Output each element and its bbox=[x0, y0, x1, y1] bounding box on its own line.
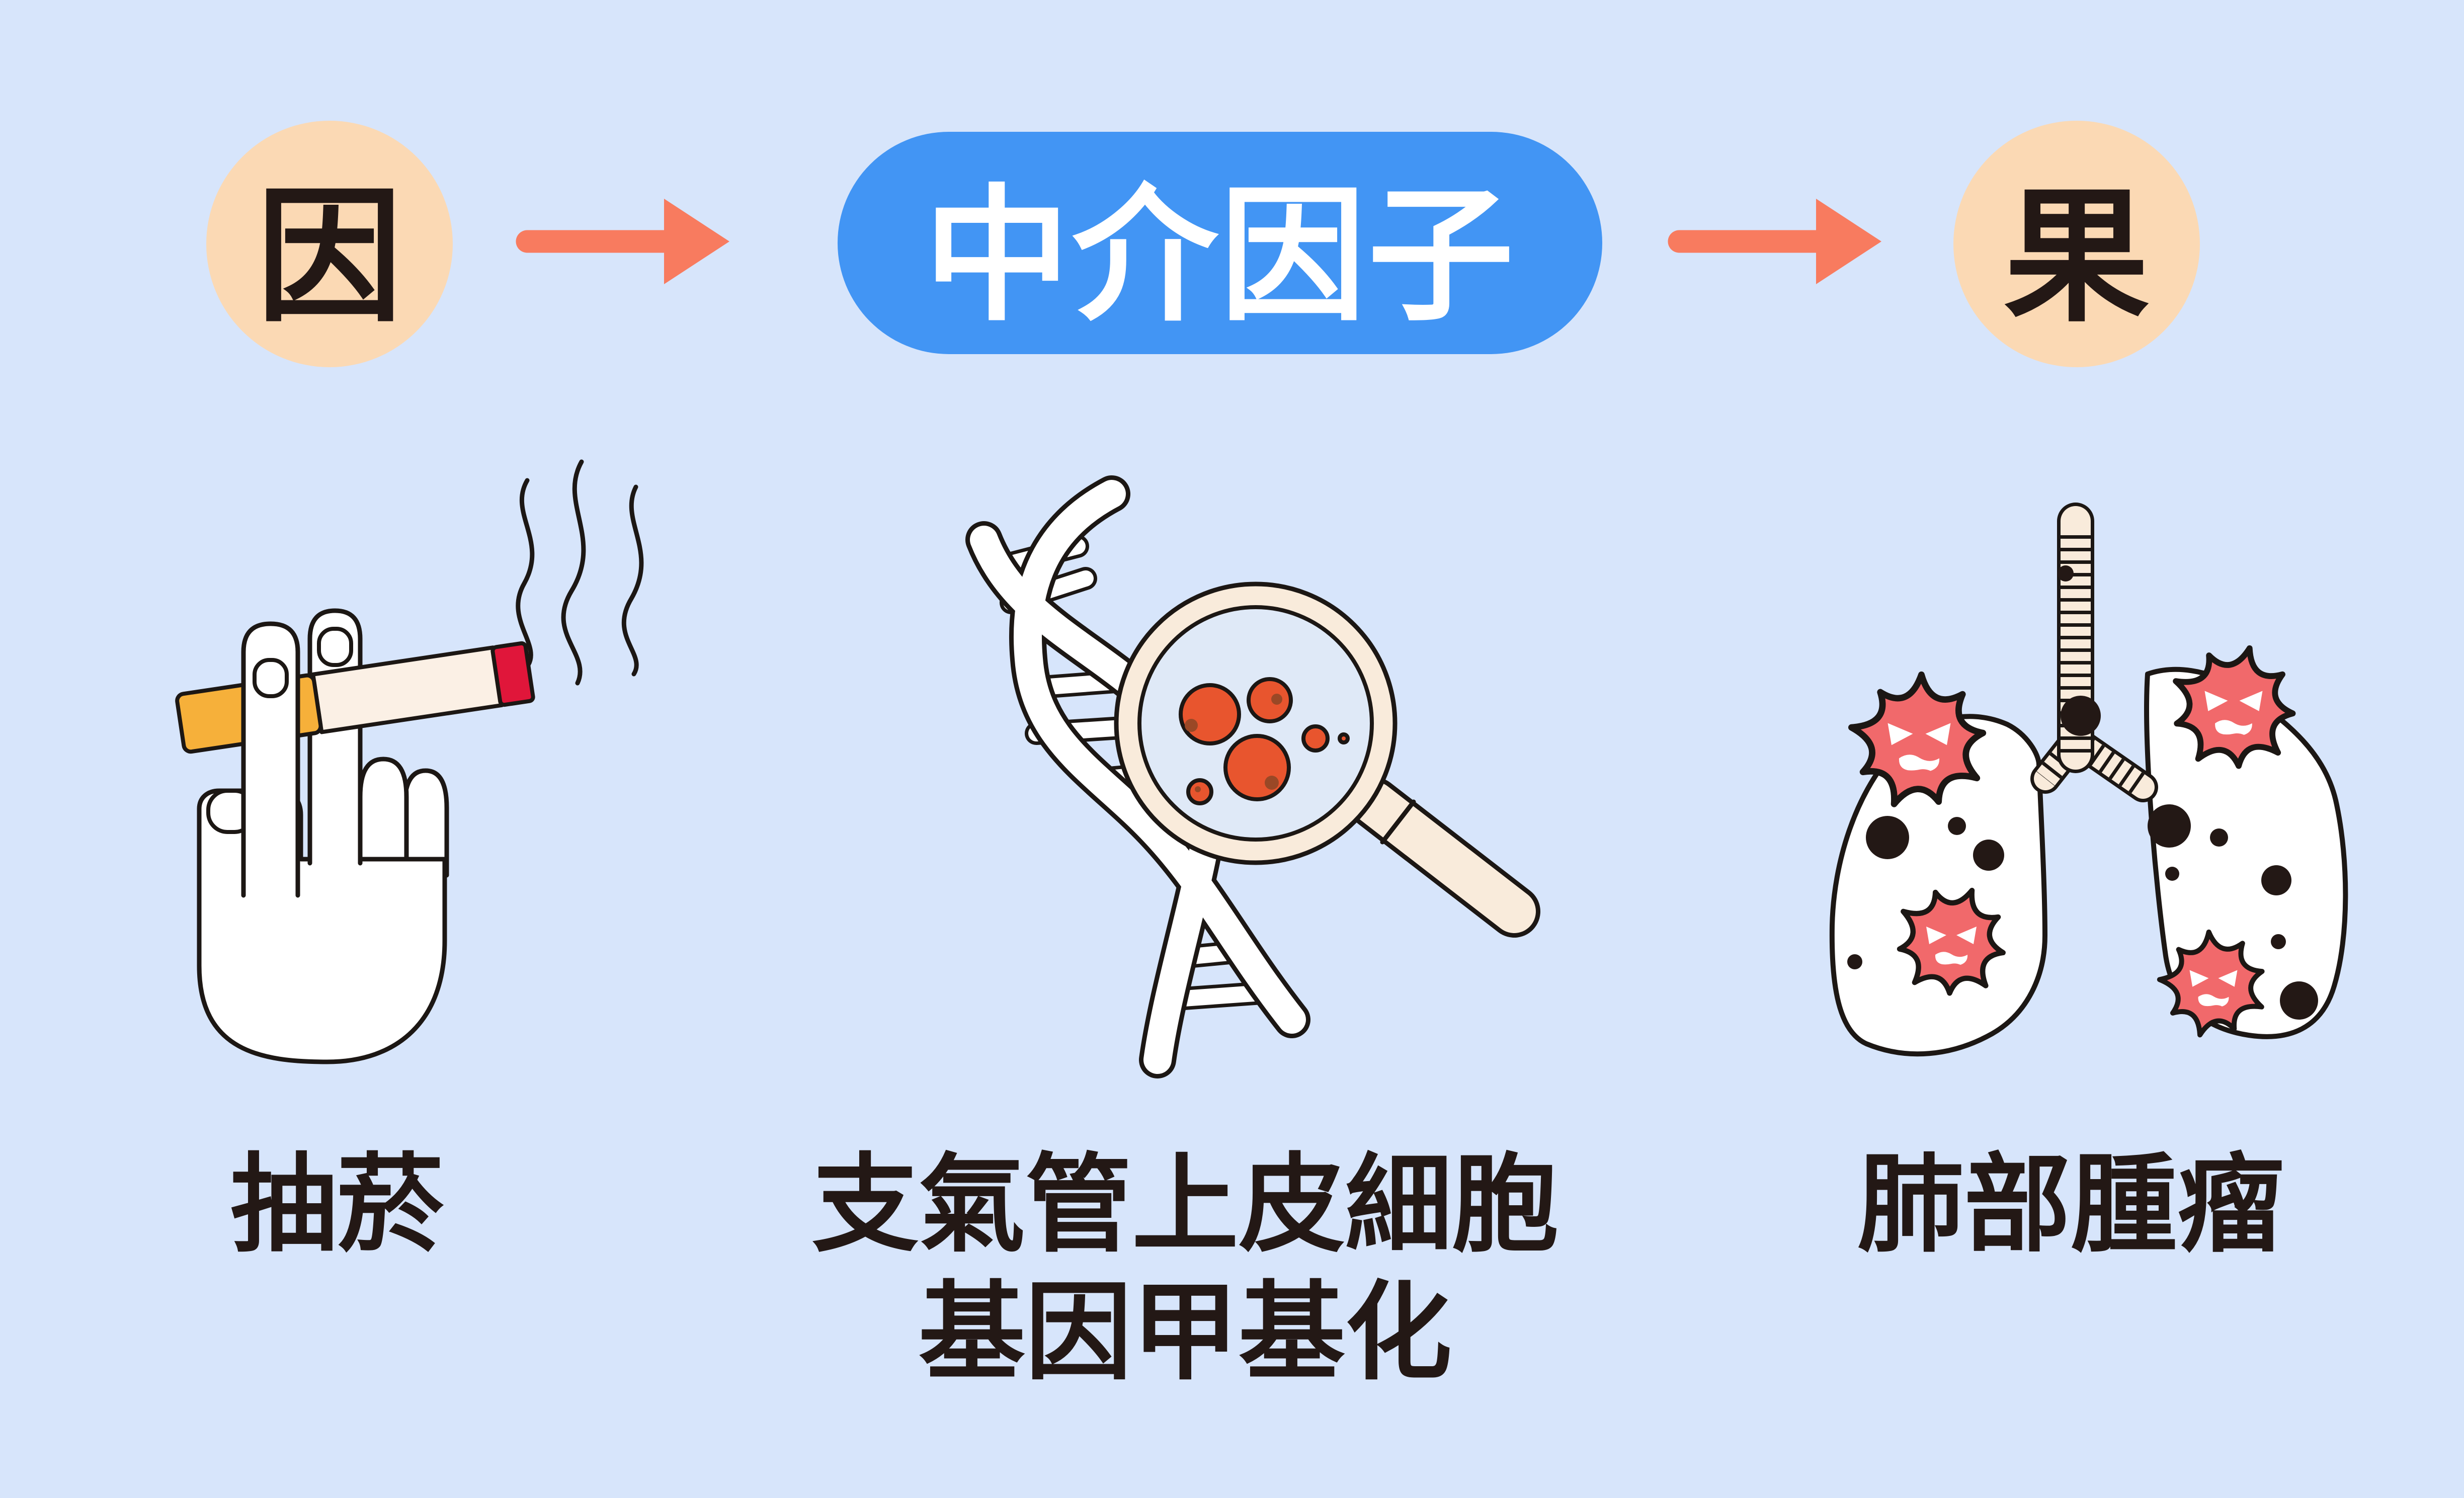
magnifier-handle-joint bbox=[1380, 799, 1416, 845]
cause-label: 因 bbox=[257, 176, 402, 339]
hand bbox=[175, 608, 535, 1064]
caption-methylation-line2: 基因甲基化 bbox=[919, 1273, 1452, 1392]
lungs-tumor-icon bbox=[1829, 503, 2348, 1057]
caption-methylation: 支氣管上皮細胞 基因甲基化 bbox=[812, 1141, 1558, 1397]
cigarette-burning-tip bbox=[490, 641, 535, 707]
arrow-right-icon bbox=[516, 199, 729, 284]
tumor-spots bbox=[1847, 565, 2318, 1020]
caption-lung-tumor: 肺部腫瘤 bbox=[1857, 1141, 2284, 1269]
magnifier-lens bbox=[1137, 605, 1374, 842]
methyl-groups bbox=[1179, 677, 1350, 805]
cause-node: 因 bbox=[206, 121, 453, 367]
effect-label: 果 bbox=[2004, 176, 2150, 339]
hand-cigarette-icon bbox=[175, 459, 644, 1064]
mediator-node: 中介因子 bbox=[838, 132, 1602, 354]
caption-lung-tumor-text: 肺部腫瘤 bbox=[1857, 1145, 2284, 1264]
lungs bbox=[1829, 667, 2348, 1057]
mediator-label: 中介因子 bbox=[924, 175, 1516, 338]
arrow-right-icon bbox=[1668, 199, 1881, 284]
methyl-group-nuclei bbox=[1185, 694, 1282, 792]
smoke-lines bbox=[516, 459, 644, 686]
magnifier-handle bbox=[1353, 782, 1536, 933]
dna-methylation-magnifier-icon bbox=[965, 475, 1540, 1078]
caption-methylation-line1: 支氣管上皮細胞 bbox=[812, 1145, 1558, 1264]
effect-node: 果 bbox=[1953, 121, 2200, 367]
index-fingernail bbox=[253, 658, 289, 698]
caption-smoking: 抽菸 bbox=[230, 1141, 444, 1269]
middle-fingernail bbox=[317, 627, 353, 667]
caption-smoking-text: 抽菸 bbox=[230, 1145, 444, 1264]
trachea bbox=[2030, 503, 2158, 802]
